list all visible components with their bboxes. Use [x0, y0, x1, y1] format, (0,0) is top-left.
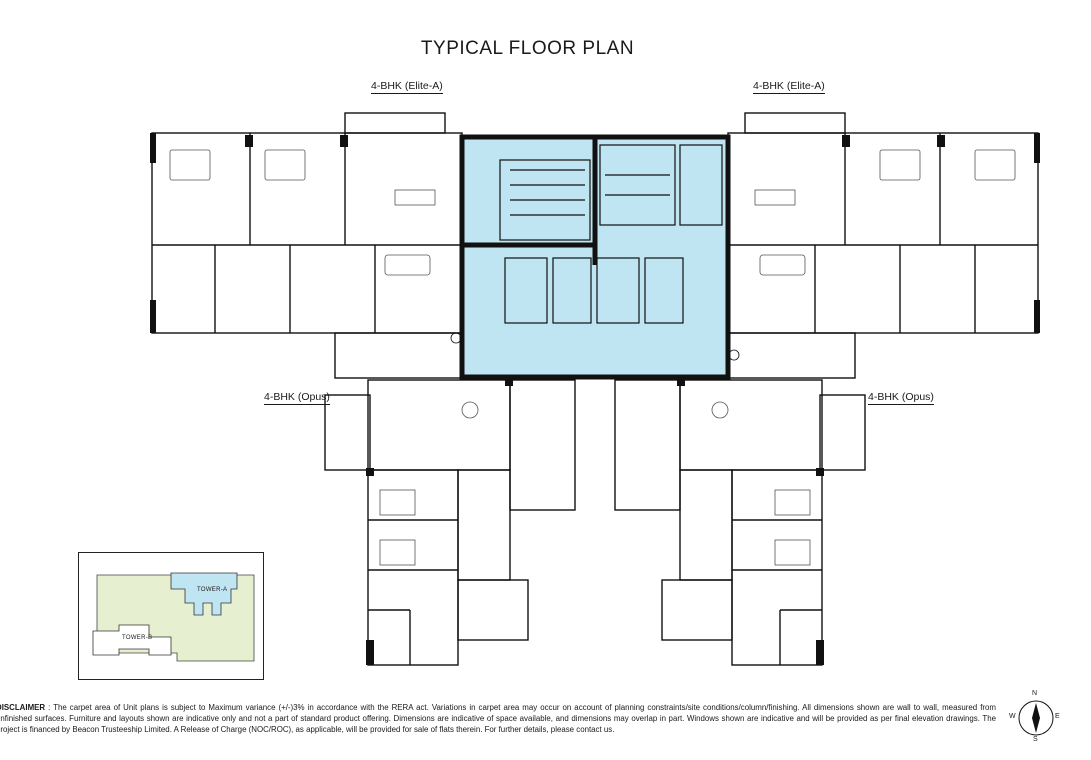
wing-bottom-right — [614, 379, 866, 666]
unit-label-top-right: 4-BHK (Elite-A) — [753, 80, 825, 94]
wing-top-right — [727, 112, 1039, 379]
key-plan-tower-b-label: TOWER-B — [122, 635, 153, 641]
key-plan-tower-a — [170, 572, 238, 616]
disclaimer-heading: DISCLAIMER — [0, 703, 46, 712]
compass-icon — [1018, 700, 1054, 736]
furniture — [169, 149, 1016, 566]
key-plan-tower-b — [92, 624, 172, 656]
compass-e: E — [1055, 713, 1060, 720]
compass: N S E W — [1008, 690, 1064, 746]
compass-w: W — [1009, 713, 1016, 720]
compass-n: N — [1032, 690, 1038, 697]
disclaimer-text: : The carpet area of Unit plans is subje… — [0, 703, 996, 734]
columns — [150, 133, 1040, 665]
key-plan-drawing — [92, 572, 255, 662]
key-plan: TOWER-A TOWER-B — [78, 552, 264, 680]
compass-s: S — [1033, 736, 1038, 743]
key-plan-tower-a-label: TOWER-A — [197, 587, 228, 593]
wing-top-left — [151, 112, 463, 379]
core-rooms — [499, 144, 723, 324]
page-title: TYPICAL FLOOR PLAN — [420, 38, 635, 59]
wing-bottom-left — [324, 379, 576, 666]
entry-markers — [450, 332, 740, 361]
floor-plan-drawing — [150, 112, 1040, 666]
unit-label-top-left: 4-BHK (Elite-A) — [371, 80, 443, 94]
unit-label-bottom-right: 4-BHK (Opus) — [868, 391, 934, 405]
unit-label-bottom-left: 4-BHK (Opus) — [264, 391, 330, 405]
disclaimer: DISCLAIMER : The carpet area of Unit pla… — [0, 702, 996, 735]
